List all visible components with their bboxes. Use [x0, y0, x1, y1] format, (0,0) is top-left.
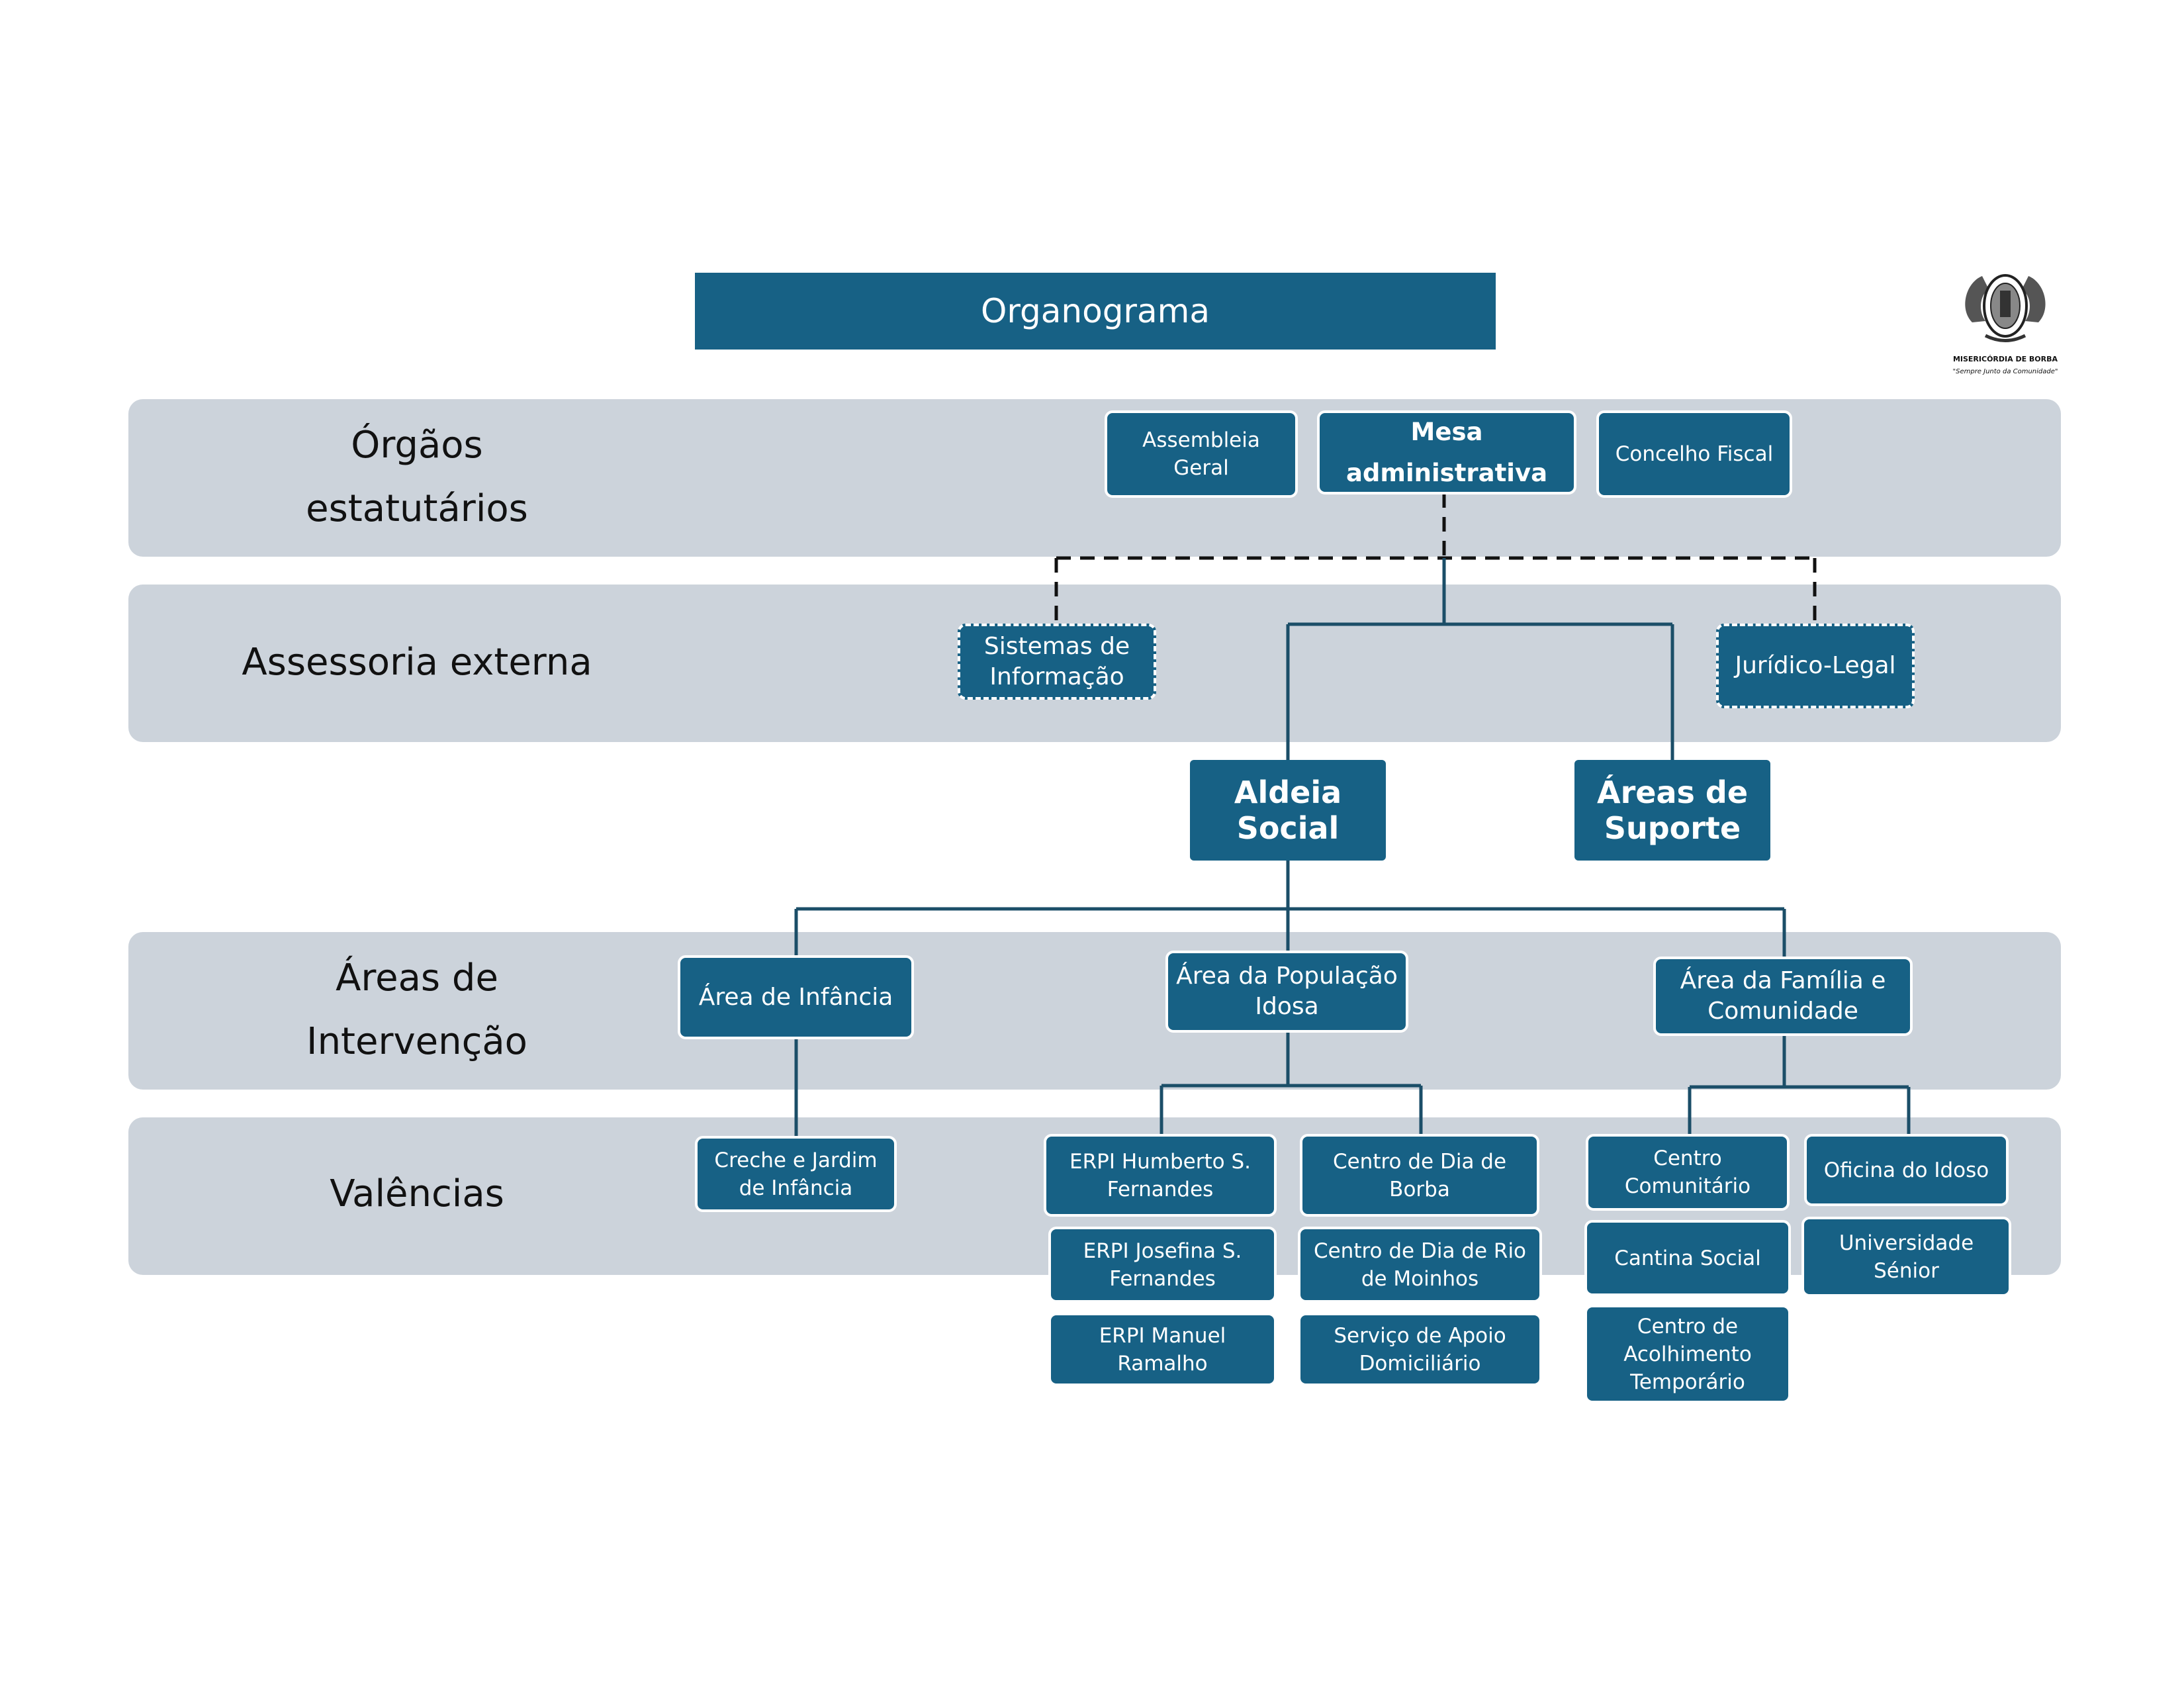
node-juridico-legal[interactable]: Jurídico-Legal [1716, 624, 1915, 708]
band-label-areas: Áreas de Intervenção [306, 957, 527, 1063]
band-label-orgaos: Órgãos estatutários [306, 424, 528, 530]
node-universidade-senior[interactable]: Universidade Sénior [1801, 1217, 2011, 1297]
node-oficina-idoso[interactable]: Oficina do Idoso [1804, 1134, 2009, 1206]
misericordia-logo-icon [1965, 274, 2046, 342]
node-cantina-social[interactable]: Cantina Social [1584, 1220, 1791, 1296]
node-area-populacao-idosa[interactable]: Área da População Idosa [1165, 951, 1408, 1033]
node-areas-de-suporte[interactable]: Áreas de Suporte [1574, 760, 1770, 861]
node-centro-dia-borba[interactable]: Centro de Dia de Borba [1300, 1134, 1539, 1217]
node-centro-acolhimento-temporario[interactable]: Centro de Acolhimento Temporário [1584, 1305, 1791, 1403]
node-aldeia-social[interactable]: Aldeia Social [1190, 760, 1386, 861]
node-sistemas-informacao[interactable]: Sistemas de Informação [958, 624, 1156, 700]
node-mesa-administrativa[interactable]: Mesa administrativa [1317, 410, 1576, 494]
node-servico-apoio-domiciliario[interactable]: Serviço de Apoio Domiciliário [1298, 1313, 1542, 1386]
logo-motto: "Sempre Junto da Comunidade" [1952, 368, 2058, 375]
band-label-valencias: Valências [330, 1172, 504, 1215]
logo-name: MISERICÓRDIA DE BORBA [1952, 355, 2058, 363]
node-erpi-josefina[interactable]: ERPI Josefina S. Fernandes [1048, 1227, 1277, 1303]
node-assembleia-geral[interactable]: Assembleia Geral [1105, 410, 1298, 498]
node-area-familia-comunidade[interactable]: Área da Família e Comunidade [1653, 957, 1913, 1036]
node-centro-comunitario[interactable]: Centro Comunitário [1586, 1134, 1790, 1211]
node-area-infancia[interactable]: Área de Infância [678, 955, 914, 1039]
node-centro-dia-rio-moinhos[interactable]: Centro de Dia de Rio de Moinhos [1298, 1227, 1542, 1303]
node-creche-jardim-infancia[interactable]: Creche e Jardim de Infância [695, 1136, 897, 1212]
node-concelho-fiscal[interactable]: Concelho Fiscal [1596, 410, 1792, 498]
node-erpi-manuel-ramalho[interactable]: ERPI Manuel Ramalho [1048, 1313, 1277, 1386]
band-label-assessoria: Assessoria externa [242, 641, 592, 684]
node-erpi-humberto[interactable]: ERPI Humberto S. Fernandes [1044, 1134, 1277, 1217]
page-title: Organograma [695, 273, 1496, 350]
